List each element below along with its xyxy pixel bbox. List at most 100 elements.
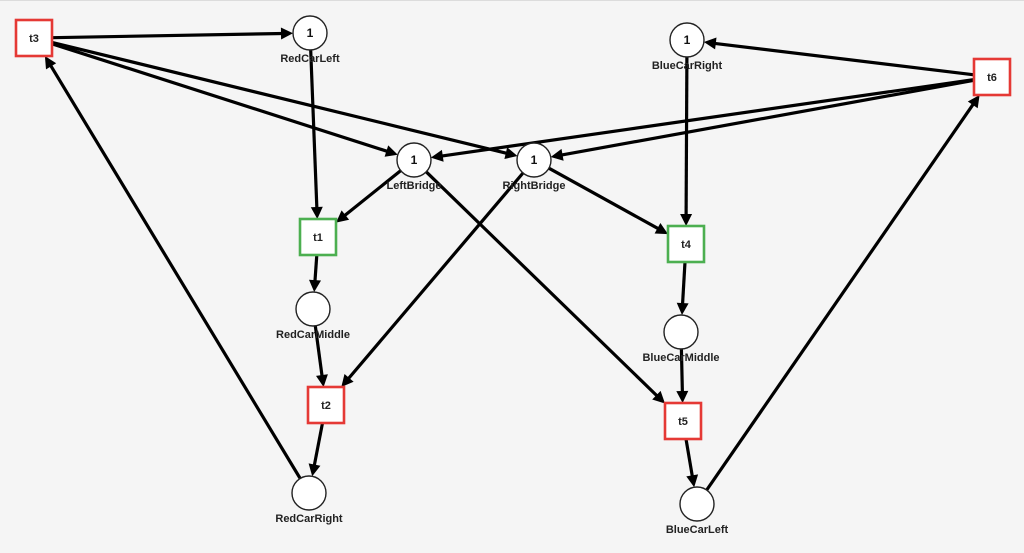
arc-line — [309, 49, 319, 210]
place-circle[interactable] — [295, 291, 331, 327]
transition-t3[interactable]: t3 — [14, 18, 54, 58]
arc-RightBridge-to-t2 — [341, 171, 525, 387]
arrow-head-icon — [654, 223, 668, 235]
arrow-head-icon — [676, 302, 689, 315]
arc-t6-to-BlueCarRight — [703, 37, 975, 77]
arrow-head-icon — [384, 145, 398, 157]
arc-LeftBridge-to-t5 — [425, 170, 665, 404]
arc-RedCarMiddle-to-t2 — [313, 325, 328, 387]
arrow-head-icon — [341, 374, 354, 387]
place-label: RedCarLeft — [280, 53, 340, 65]
place-BlueCarLeft[interactable]: BlueCarLeft — [666, 486, 729, 536]
arc-BlueCarLeft-to-t6 — [705, 95, 980, 491]
place-label: BlueCarLeft — [666, 524, 729, 536]
place-label: BlueCarRight — [652, 60, 723, 72]
place-circle[interactable] — [663, 314, 699, 350]
arrow-head-icon — [703, 37, 717, 50]
transition-label: t6 — [987, 72, 997, 84]
transition-box[interactable] — [298, 217, 338, 257]
transition-label: t1 — [313, 232, 323, 244]
arc-LeftBridge-to-t1 — [336, 169, 402, 223]
arc-line — [679, 348, 684, 394]
arc-t5-to-BlueCarLeft — [684, 438, 699, 488]
place-circle[interactable] — [396, 142, 432, 178]
arc-line — [51, 40, 509, 156]
arc-line — [440, 78, 975, 158]
arc-BlueCarRight-to-t4 — [680, 56, 693, 226]
place-token-count: 1 — [307, 26, 314, 40]
arc-RightBridge-to-t4 — [548, 166, 668, 235]
place-label: LeftBridge — [387, 180, 442, 192]
arrow-head-icon — [676, 390, 689, 403]
arc-t3-to-LeftBridge — [51, 42, 398, 157]
arc-RedCarLeft-to-t1 — [309, 49, 323, 219]
transition-label: t4 — [681, 239, 692, 251]
place-circle[interactable] — [292, 15, 328, 51]
nodes-layer: 1RedCarLeft1BlueCarRight1LeftBridge1Righ… — [14, 15, 1012, 536]
arrow-head-icon — [686, 474, 699, 488]
arrow-head-icon — [280, 27, 293, 40]
transition-box[interactable] — [306, 385, 346, 425]
place-label: BlueCarMiddle — [642, 352, 719, 364]
transition-t2[interactable]: t2 — [306, 385, 346, 425]
arc-RedCarRight-to-t3 — [44, 56, 302, 480]
arc-line — [705, 102, 976, 491]
arrow-head-icon — [308, 463, 321, 477]
arc-t3-to-RedCarLeft — [51, 27, 293, 40]
arrow-head-icon — [680, 214, 693, 226]
transition-t5[interactable]: t5 — [663, 401, 703, 441]
arc-line — [51, 31, 284, 40]
arc-t4-to-BlueCarMiddle — [676, 261, 689, 315]
transition-box[interactable] — [972, 57, 1012, 97]
arrow-head-icon — [550, 148, 564, 161]
place-RedCarMiddle[interactable]: RedCarMiddle — [276, 291, 350, 341]
transition-t1[interactable]: t1 — [298, 217, 338, 257]
arcs-layer — [44, 27, 980, 491]
transition-t6[interactable]: t6 — [972, 57, 1012, 97]
transition-box[interactable] — [663, 401, 703, 441]
transition-label: t2 — [321, 400, 331, 412]
arc-line — [425, 170, 659, 398]
transition-t4[interactable]: t4 — [666, 224, 706, 264]
arrow-head-icon — [310, 206, 323, 219]
transition-label: t5 — [678, 416, 688, 428]
place-circle[interactable] — [679, 486, 715, 522]
place-RedCarRight[interactable]: RedCarRight — [275, 475, 343, 525]
place-circle[interactable] — [291, 475, 327, 511]
place-label: RedCarMiddle — [276, 329, 350, 341]
arc-BlueCarMiddle-to-t5 — [676, 348, 689, 403]
place-token-count: 1 — [531, 153, 538, 167]
arc-line — [346, 171, 525, 381]
arc-line — [560, 78, 975, 157]
arrow-head-icon — [44, 56, 57, 70]
arc-line — [684, 56, 689, 217]
arrow-head-icon — [504, 147, 518, 159]
place-circle[interactable] — [669, 22, 705, 58]
arc-line — [548, 166, 660, 231]
arrow-head-icon — [430, 149, 444, 162]
arc-line — [680, 261, 687, 306]
arc-t3-to-RightBridge — [51, 40, 518, 159]
transition-box[interactable] — [14, 18, 54, 58]
arc-line — [342, 169, 402, 218]
arc-t2-to-RedCarRight — [308, 422, 325, 477]
arc-line — [312, 422, 325, 467]
arc-line — [713, 41, 975, 77]
arrow-head-icon — [316, 374, 328, 387]
place-token-count: 1 — [411, 153, 418, 167]
arc-line — [684, 438, 695, 478]
transition-box[interactable] — [666, 224, 706, 264]
arc-line — [51, 42, 389, 154]
place-BlueCarMiddle[interactable]: BlueCarMiddle — [642, 314, 720, 364]
place-token-count: 1 — [684, 33, 691, 47]
arc-line — [48, 63, 302, 480]
arc-t6-to-RightBridge — [550, 78, 975, 161]
place-circle[interactable] — [516, 142, 552, 178]
place-label: RedCarRight — [275, 513, 343, 525]
